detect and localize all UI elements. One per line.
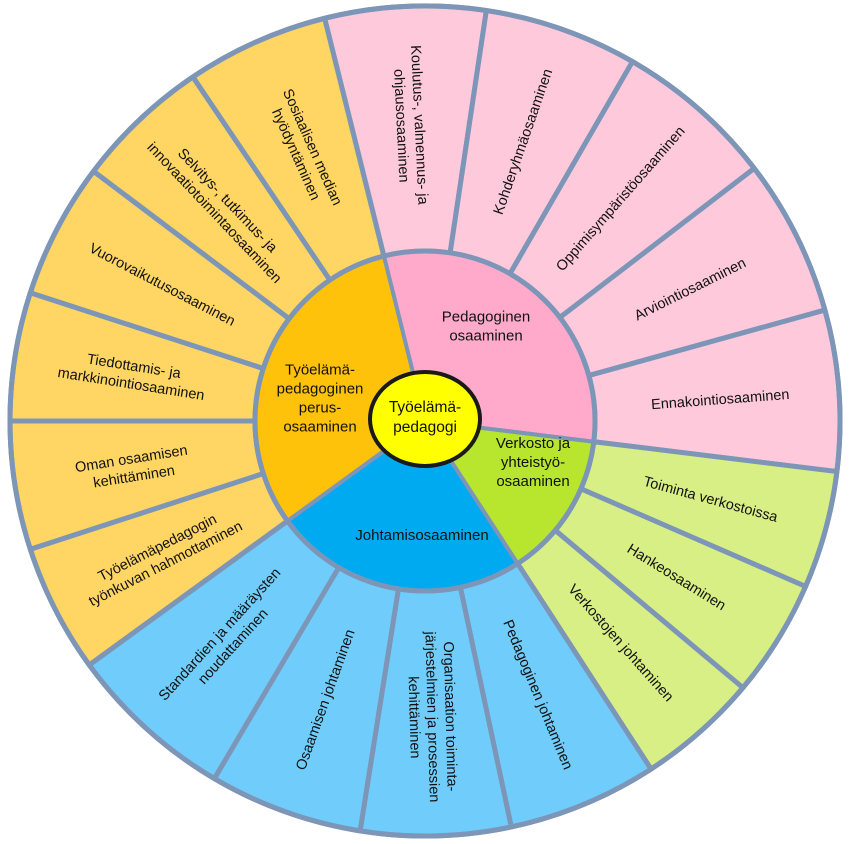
category-label-johtamis-line: Johtamisosaaminen xyxy=(355,527,488,544)
center-circle xyxy=(368,370,482,468)
category-label-pedagoginen-line: osaaminen xyxy=(449,328,522,345)
category-label-pedagoginen-line: Pedagoginen xyxy=(442,309,530,326)
category-label-perus-line: pedagoginen xyxy=(277,381,364,398)
outer-ring-outline xyxy=(7,3,843,839)
center-label-line: pedagogi xyxy=(393,419,457,436)
center-label: Työelämä-pedagogi xyxy=(389,399,461,436)
category-label-pedagoginen: Pedagoginen osaaminen xyxy=(442,309,530,345)
category-label-verkosto-line: yhteistyö- xyxy=(501,454,565,471)
category-label-verkosto-line: osaaminen xyxy=(496,473,569,490)
center-hub: Työelämä-pedagogi xyxy=(368,370,482,468)
inner-ring-outline xyxy=(252,248,598,594)
outer-label-pedagoginen: Koulutus-, valmennus- jaohjausosaaminen xyxy=(389,45,431,207)
category-label-verkosto: Verkosto ja yhteistyö-osaaminen xyxy=(496,435,571,490)
category-label-verkosto-line: Verkosto ja xyxy=(496,435,571,452)
category-label-johtamis: Johtamisosaaminen xyxy=(355,527,488,544)
category-label-perus-line: perus- xyxy=(299,400,342,417)
outer-label-johtamis-line: kehittäminen xyxy=(405,676,423,759)
category-label-perus: Työelämä-pedagoginen perus-osaaminen xyxy=(277,362,364,436)
category-label-perus-line: osaaminen xyxy=(283,419,356,436)
center-label-line: Työelämä- xyxy=(389,399,461,416)
outer-label-pedagoginen-line: Koulutus-, valmennus- ja xyxy=(407,45,431,206)
outer-label-johtamis-line: järjestelmien ja prosessien xyxy=(421,630,441,802)
outer-label-johtamis: Organisaation toiminta-järjestelmien ja … xyxy=(403,630,459,803)
outer-label-pedagoginen-line: ohjausosaaminen xyxy=(390,69,411,183)
outer-label-johtamis-line: Organisaation toiminta- xyxy=(440,641,460,791)
category-label-perus-line: Työelämä- xyxy=(285,362,355,379)
